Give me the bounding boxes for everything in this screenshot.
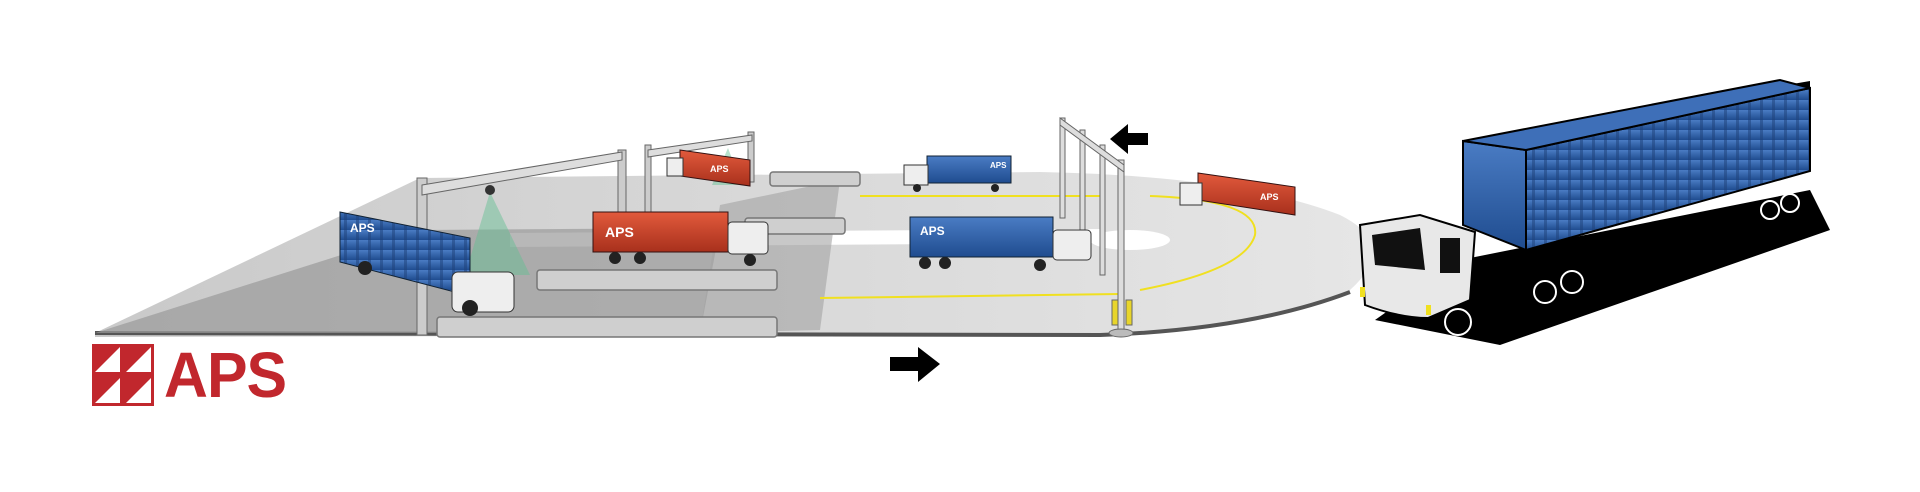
scanner-beam: [465, 192, 530, 275]
truck-red-back: APS: [666, 149, 751, 187]
container-label: APS: [1260, 192, 1279, 202]
container-label: APS: [605, 224, 634, 240]
gate-portals-right: [1059, 117, 1134, 338]
truck-large-foreground: [1358, 78, 1830, 345]
jersey-barriers: [436, 171, 861, 338]
arrow-left-icon: [1110, 124, 1148, 154]
camera-icon: [485, 185, 495, 195]
truck-red-right: APS: [1179, 172, 1296, 216]
aps-logo: APS: [92, 343, 293, 407]
container-label: APS: [710, 164, 729, 174]
aps-logo-mark-icon: [92, 344, 154, 406]
container-label: APS: [350, 221, 375, 235]
container-label: APS: [990, 161, 1007, 170]
truck-blue-center: APS: [909, 216, 1092, 271]
arrow-right-icon: [890, 347, 940, 382]
container-label: APS: [920, 224, 945, 238]
truck-blue-back: APS: [903, 155, 1012, 192]
truck-blue-left: APS: [339, 211, 515, 316]
truck-red-middle: APS: [592, 211, 769, 266]
aps-logo-text: APS: [164, 339, 287, 411]
